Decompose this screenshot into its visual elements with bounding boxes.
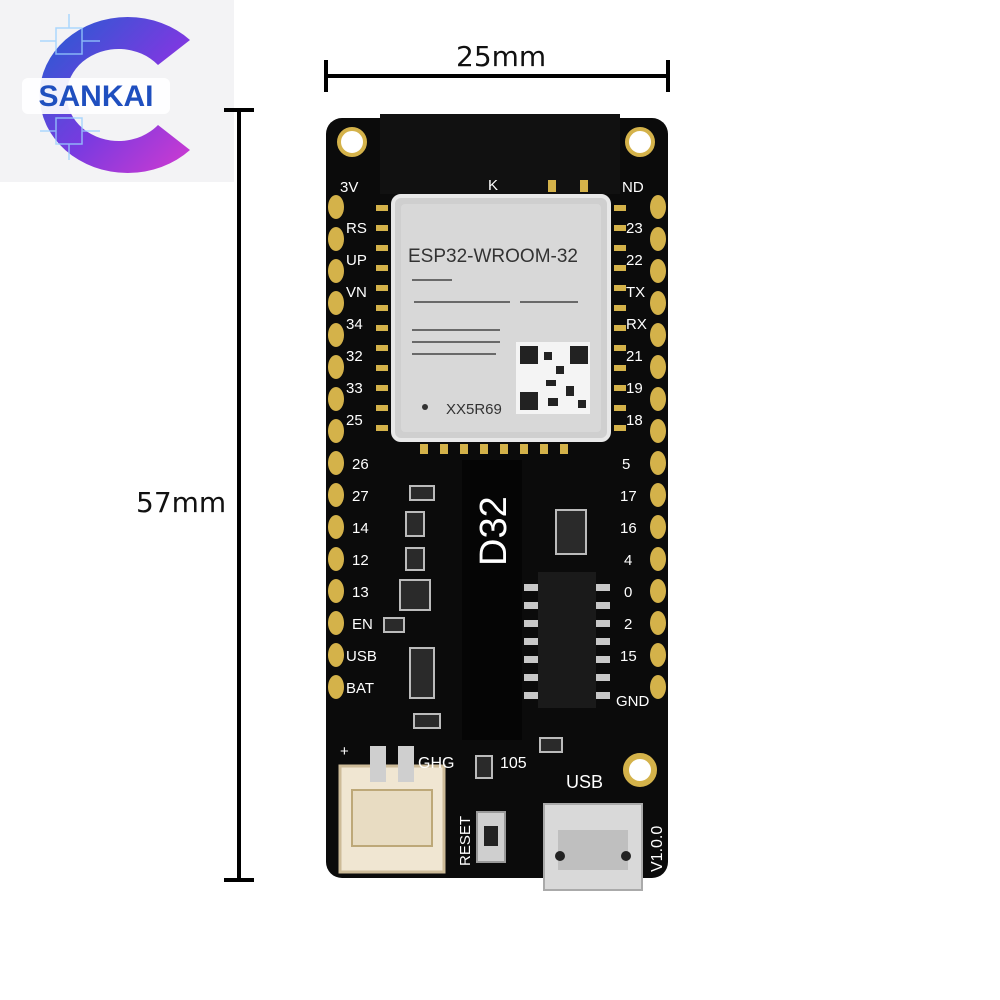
reset-label: RESET: [457, 816, 474, 866]
height-dimension-line: [224, 108, 254, 882]
top-mark: K: [488, 177, 498, 194]
resistor-label: 105: [500, 755, 527, 772]
board-label: D32: [473, 496, 515, 566]
pcb-board: 3V RS UP VN 34 32 33 25 26 27 14 12 13 E…: [326, 114, 668, 891]
plus-mark: +: [340, 743, 349, 760]
pin-label-right-11: 4: [624, 552, 632, 569]
pin-label-right-6: 19: [626, 380, 643, 397]
pin-label-left-2: UP: [346, 252, 367, 269]
pin-label-left-9: 27: [352, 488, 369, 505]
left-pin-pads: [328, 195, 344, 699]
brand-logo: SANKAI: [0, 0, 234, 182]
connector-label: GHG: [418, 755, 454, 772]
pin-label-right-10: 16: [620, 520, 637, 537]
pin-label-right-9: 17: [620, 488, 637, 505]
height-label: 57mm: [136, 486, 227, 519]
pin-label-right-7: 18: [626, 412, 643, 429]
version-label: V1.0.0: [649, 826, 666, 872]
pin-label-right-13: 2: [624, 616, 632, 633]
pin-label-right-3: TX: [626, 284, 645, 301]
pin-label-right-2: 22: [626, 252, 643, 269]
logo-text: SANKAI: [38, 80, 153, 113]
pin-label-left-13: EN: [352, 616, 373, 633]
pin-label-right-12: 0: [624, 584, 632, 601]
pin-label-left-15: BAT: [346, 680, 374, 697]
pin-label-right-1: 23: [626, 220, 643, 237]
pin-label-right-8: 5: [622, 456, 630, 473]
pin-label-left-4: 34: [346, 316, 363, 333]
logo-graphic: SANKAI: [0, 0, 234, 182]
pin-label-left-10: 14: [352, 520, 369, 537]
module-name: ESP32-WROOM-32: [408, 246, 578, 267]
width-dimension-line: [324, 60, 670, 92]
pin-label-left-14: USB: [346, 648, 377, 665]
right-pin-pads: [650, 195, 666, 699]
pin-label-right-5: 21: [626, 348, 643, 365]
pin-label-left-5: 32: [346, 348, 363, 365]
pin-label-right-14: 15: [620, 648, 637, 665]
usb-port-label: USB: [566, 772, 603, 792]
pin-label-right-4: RX: [626, 316, 647, 333]
pin-label-left-11: 12: [352, 552, 369, 569]
width-label: 25mm: [456, 40, 547, 73]
pin-label-left-12: 13: [352, 584, 369, 601]
pin-label-left-1: RS: [346, 220, 367, 237]
module-code: XX5R69: [446, 401, 502, 418]
pin-label-left-3: VN: [346, 284, 367, 301]
pin-label-left-6: 33: [346, 380, 363, 397]
pin-label-right-0: ND: [622, 179, 644, 196]
pin-label-left-8: 26: [352, 456, 369, 473]
pin-label-left-0: 3V: [340, 179, 358, 196]
pin-label-right-15: GND: [616, 693, 650, 710]
pin-label-left-7: 25: [346, 412, 363, 429]
